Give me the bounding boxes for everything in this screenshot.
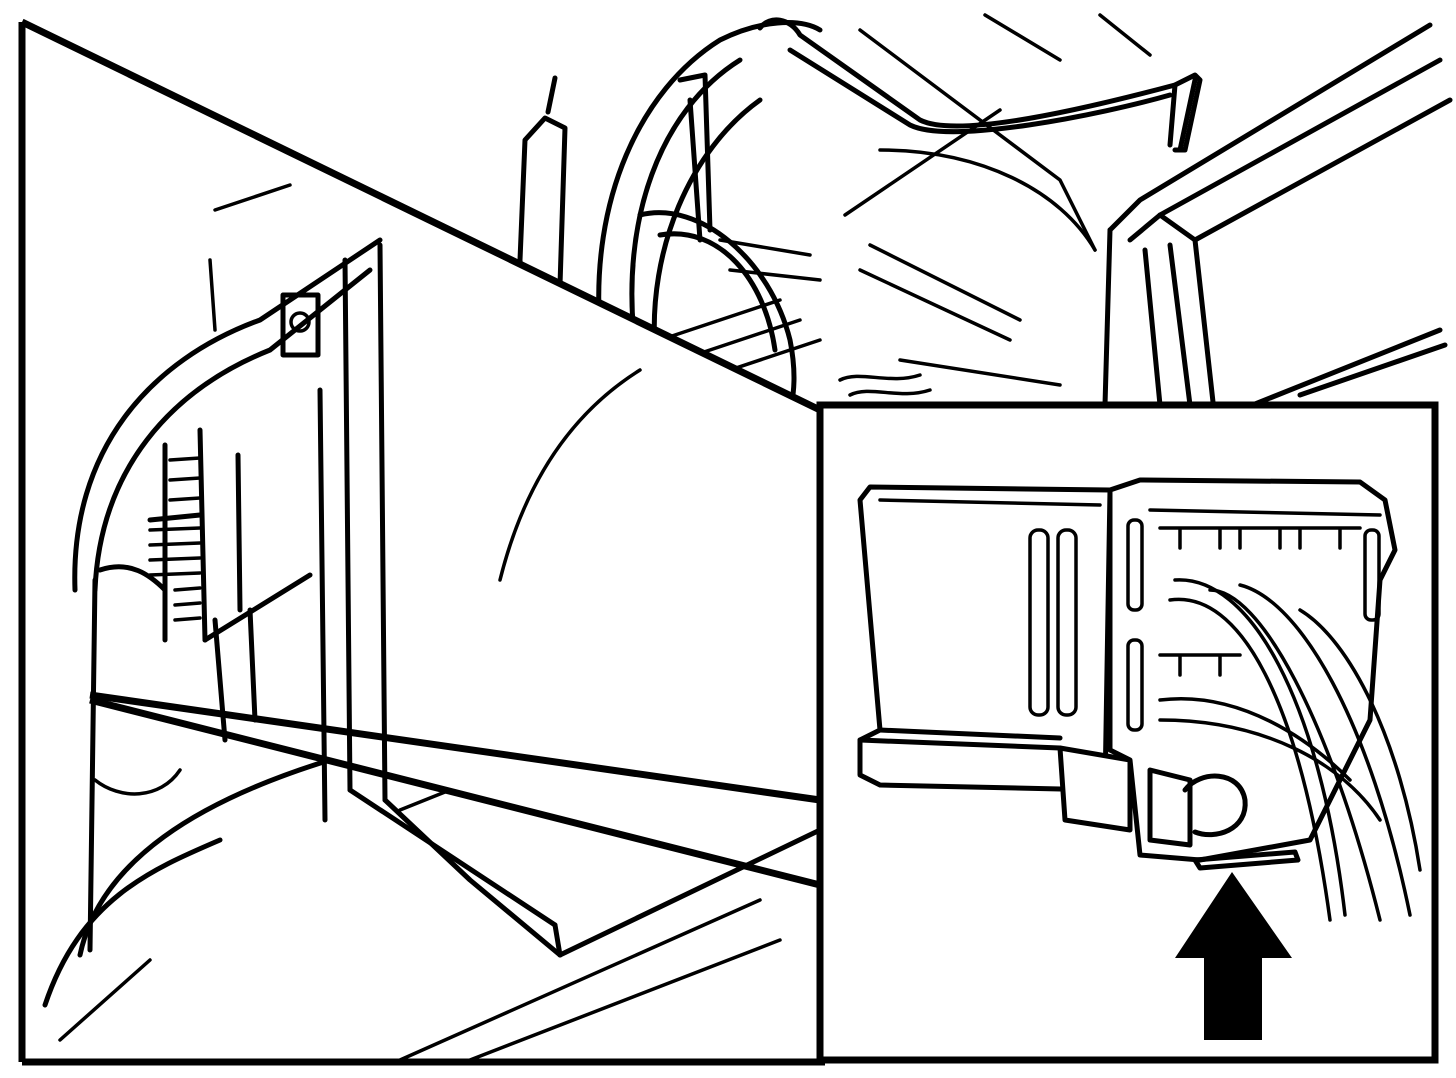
wiring-harness [1158,578,1422,922]
dashboard-overview-left [18,22,825,1066]
magnification-cone [20,18,822,889]
arrow-up-icon [1175,872,1292,1040]
